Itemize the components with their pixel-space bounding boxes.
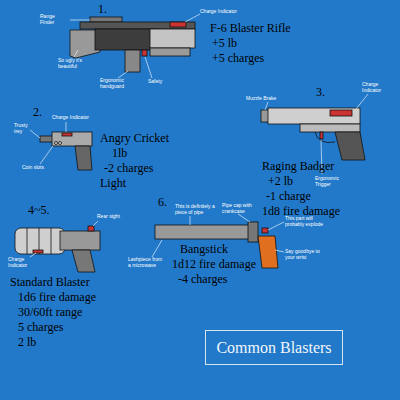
box-title: Common Blasters <box>216 339 331 357</box>
part-note: Range Finder <box>40 14 70 25</box>
part-note: Coin slots <box>22 165 44 171</box>
weapon-stat: +2 lb <box>268 175 293 188</box>
leader-lines <box>30 14 368 257</box>
badger-drawing <box>261 108 365 160</box>
part-note: This part will probably explode <box>285 216 330 227</box>
part-note: This is definitely a piece of pipe <box>175 204 217 215</box>
part-note: Ergonomic handguard <box>100 78 144 89</box>
weapon-stat: 30/60ft range <box>18 306 82 319</box>
weapon-name: Standard Blaster <box>10 276 90 289</box>
part-note: Muzzle Brake <box>246 96 276 102</box>
part-note: Ergonomic Trigger <box>315 176 347 187</box>
weapon-name: Angry Cricket <box>100 132 169 145</box>
part-note: Safety <box>148 79 162 85</box>
title-box: Common Blasters <box>205 330 343 365</box>
weapon-stat: +5 lb <box>212 37 237 50</box>
part-note: So ugly it's beautiful <box>58 58 88 69</box>
weapon-stat: 1d12 fire damage <box>172 258 256 271</box>
callout-number: 1. <box>98 3 107 16</box>
part-note: Charge Indicator <box>200 9 237 15</box>
weapon-stat: -1 charge <box>266 190 311 203</box>
callout-number: 2. <box>33 106 42 119</box>
weapon-stat: 1lb <box>112 147 127 160</box>
part-note: Charge Indicator <box>362 82 392 93</box>
weapon-stat: Light <box>100 177 126 190</box>
part-note: Charge Indicator <box>8 257 32 268</box>
weapon-stat: +5 charges <box>212 52 264 65</box>
weapon-name: Raging Badger <box>262 160 334 173</box>
standard-drawing <box>15 226 100 272</box>
cricket-drawing <box>40 132 92 170</box>
weapon-stat: -4 charges <box>178 273 227 286</box>
part-note: Say goodbye to your wrist <box>285 249 330 260</box>
weapon-stat: 1d6 fire damage <box>18 291 96 304</box>
callout-number: 3. <box>316 86 325 99</box>
weapon-name: F-6 Blaster Rifle <box>210 22 291 35</box>
callout-number: 4~5. <box>28 204 50 217</box>
part-note: Lashpiece from a microwave <box>128 257 164 268</box>
part-note: Pipe cap with crankcase <box>222 203 258 214</box>
weapon-name: Bangstick <box>180 243 228 256</box>
callout-number: 6. <box>158 196 167 209</box>
part-note: Charge Indicator <box>52 115 89 121</box>
weapon-stat: 5 charges <box>18 321 63 334</box>
weapon-stat: -2 charges <box>104 162 153 175</box>
weapon-stat: 2 lb <box>18 336 36 349</box>
part-note: Trusty trey <box>14 123 36 134</box>
part-note: Rear sight <box>97 214 120 220</box>
rifle-drawing <box>70 17 195 72</box>
